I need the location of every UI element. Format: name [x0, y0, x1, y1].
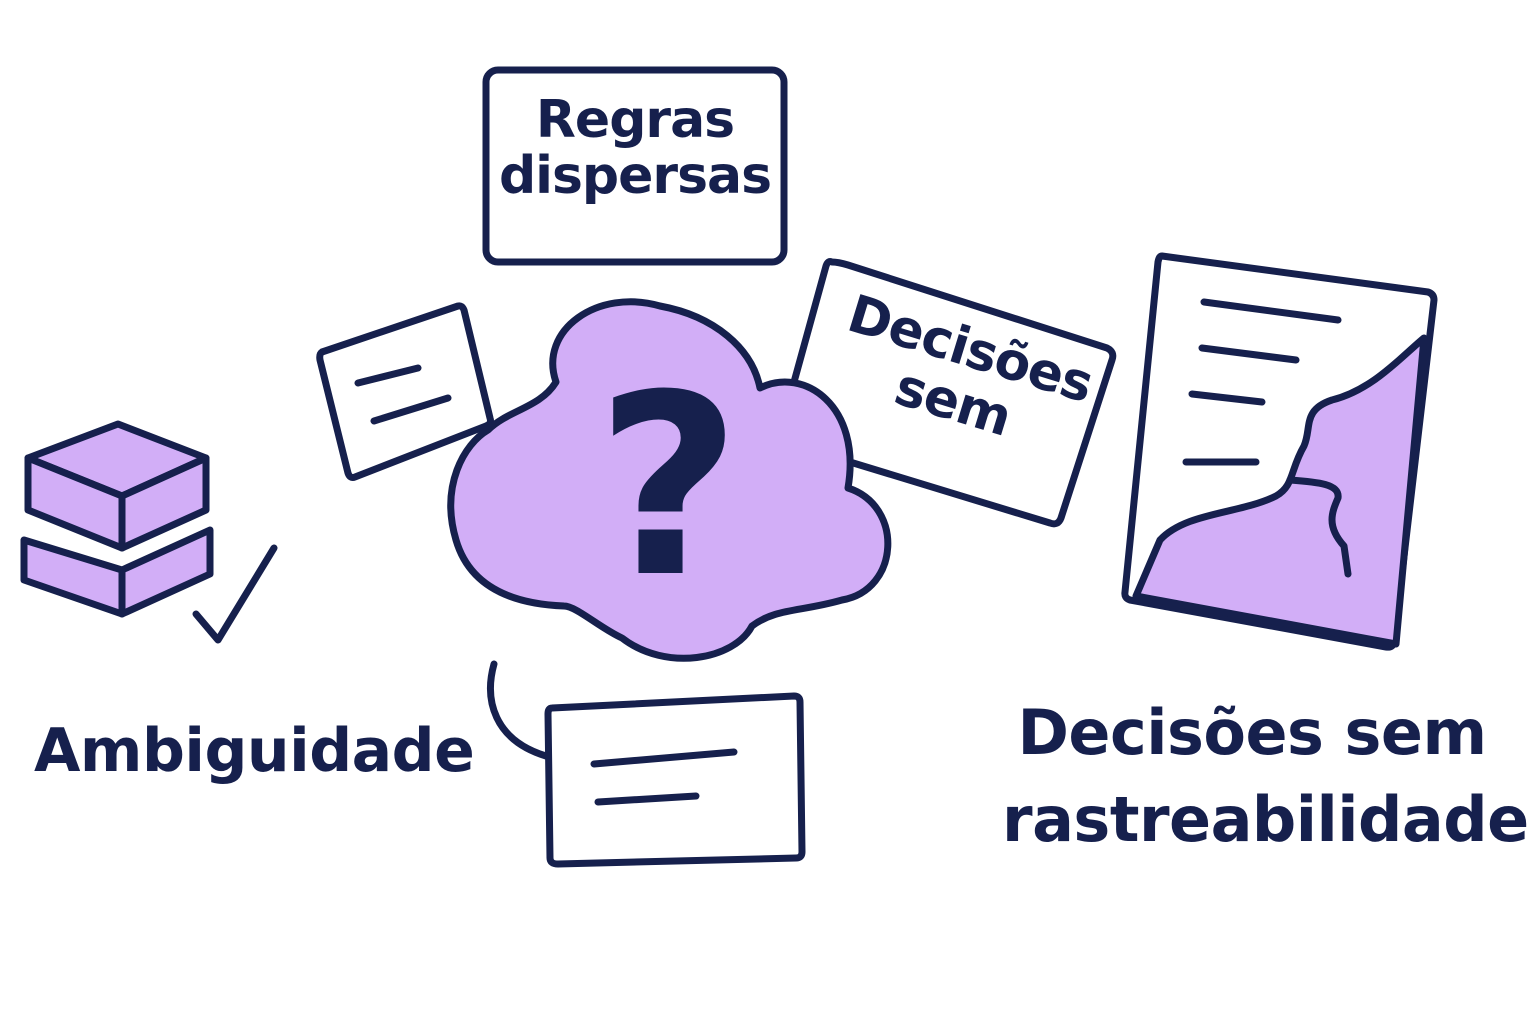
no-traceability-line-1: Decisões sem	[1017, 696, 1487, 769]
note-card-icon	[316, 302, 494, 481]
torn-document-icon	[1121, 252, 1438, 651]
question-cloud-icon	[447, 298, 892, 662]
scattered-rules-line-2: dispersas	[498, 146, 772, 207]
scattered-rules-card	[482, 66, 788, 266]
scattered-rules-line-1: Regras	[535, 90, 735, 150]
checkmark-icon	[192, 544, 278, 644]
stacked-blocks-icon	[20, 420, 214, 618]
scattered-rules-text: Regras dispersas	[486, 92, 784, 204]
connector-line	[487, 660, 550, 760]
no-traceability-label: Decisões sem rastreabilidade	[1002, 690, 1529, 864]
note-card-icon	[544, 692, 806, 868]
ambiguity-label: Ambiguidade	[34, 716, 475, 786]
question-mark: ?	[596, 341, 742, 632]
tilted-decisions-card	[790, 258, 1117, 528]
no-traceability-line-2: rastreabilidade	[1002, 782, 1529, 856]
